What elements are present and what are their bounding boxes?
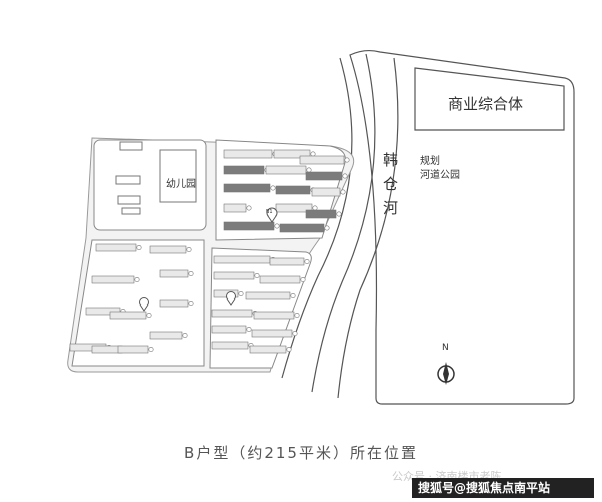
residential-building bbox=[91, 345, 123, 354]
residential-building bbox=[249, 345, 287, 354]
location-marker-southeast bbox=[226, 291, 236, 306]
north-compass-icon bbox=[437, 362, 455, 385]
building-tree bbox=[304, 258, 310, 264]
building-tree bbox=[312, 205, 318, 211]
building-tree bbox=[344, 157, 350, 163]
north-label: N bbox=[442, 343, 449, 353]
residential-building bbox=[253, 311, 295, 320]
residential-building bbox=[95, 243, 137, 252]
residential-building bbox=[273, 149, 311, 159]
residential-building bbox=[251, 329, 293, 338]
residential-building bbox=[223, 165, 265, 175]
residential-building bbox=[213, 271, 255, 280]
residential-building bbox=[223, 203, 247, 213]
residential-building bbox=[213, 289, 239, 298]
residential-building bbox=[223, 183, 271, 193]
residential-building bbox=[223, 149, 273, 159]
residential-building bbox=[211, 341, 249, 350]
unit-marker-label: B1 bbox=[266, 209, 273, 215]
building-tree bbox=[186, 247, 192, 253]
kindergarten-label: 幼儿园 bbox=[166, 179, 196, 190]
residential-building bbox=[299, 155, 345, 165]
residential-building bbox=[109, 311, 147, 320]
building-tree bbox=[136, 245, 142, 251]
residential-building bbox=[305, 171, 343, 181]
watermark-banner: 搜狐号@搜狐焦点南平站 bbox=[412, 478, 594, 498]
kindergarten-building-a bbox=[119, 141, 143, 151]
building-tree bbox=[246, 205, 252, 211]
residential-building bbox=[85, 307, 121, 316]
building-tree bbox=[292, 330, 298, 336]
building-tree bbox=[324, 225, 330, 231]
building-tree bbox=[238, 290, 244, 296]
building-tree bbox=[340, 189, 346, 195]
park-label-line1: 规划 bbox=[420, 156, 440, 167]
location-marker-northeast bbox=[266, 207, 278, 223]
residential-building bbox=[311, 187, 341, 197]
river-bank-mid2 bbox=[337, 57, 399, 399]
residential-building bbox=[269, 257, 305, 266]
park-commercial-area bbox=[349, 49, 575, 405]
kindergarten-building-c bbox=[115, 175, 141, 185]
river-bank-mid1 bbox=[311, 53, 376, 393]
building-tree bbox=[300, 276, 306, 282]
building-tree bbox=[188, 270, 194, 276]
building-tree bbox=[290, 292, 296, 298]
building-tree bbox=[246, 326, 252, 332]
residential-building bbox=[211, 325, 247, 334]
residential-building bbox=[259, 275, 301, 284]
residential-building bbox=[159, 269, 189, 278]
building-tree bbox=[336, 211, 342, 217]
building-tree bbox=[306, 167, 312, 173]
building-tree bbox=[148, 346, 154, 352]
park-label-line2: 河道公园 bbox=[420, 170, 460, 181]
building-tree bbox=[270, 185, 276, 191]
residential-building bbox=[149, 245, 187, 254]
residential-building bbox=[149, 331, 183, 340]
building-tree bbox=[342, 173, 348, 179]
building-tree bbox=[274, 223, 280, 229]
building-tree bbox=[182, 332, 188, 338]
residential-building bbox=[159, 299, 189, 308]
residential-building bbox=[223, 221, 275, 231]
building-tree bbox=[294, 312, 300, 318]
map-caption: B户型（约215平米）所在位置 bbox=[184, 444, 418, 462]
building-tree bbox=[310, 151, 316, 157]
building-rows bbox=[69, 149, 350, 354]
residential-building bbox=[305, 209, 337, 219]
kindergarten-building-d bbox=[117, 195, 141, 205]
residential-building bbox=[265, 165, 307, 175]
river-label: 韩仓河 bbox=[383, 151, 399, 217]
residential-building bbox=[117, 345, 149, 354]
building-tree bbox=[254, 272, 260, 278]
location-marker-southwest bbox=[139, 297, 149, 312]
residential-building bbox=[211, 309, 253, 318]
building-tree bbox=[134, 276, 140, 282]
kindergarten-building-e bbox=[121, 207, 141, 215]
residential-building bbox=[91, 275, 135, 284]
residential-building bbox=[275, 203, 313, 213]
residential-building bbox=[275, 185, 311, 195]
kindergarten-building-b bbox=[159, 149, 197, 203]
river-bank-west bbox=[281, 57, 353, 379]
commercial-label: 商业综合体 bbox=[448, 95, 524, 113]
building-tree bbox=[146, 312, 152, 318]
building-tree bbox=[286, 346, 292, 352]
residential-building bbox=[213, 255, 271, 264]
residential-building bbox=[245, 291, 291, 300]
building-tree bbox=[188, 300, 194, 306]
residential-building bbox=[279, 223, 325, 233]
commercial-complex-block bbox=[414, 67, 565, 131]
